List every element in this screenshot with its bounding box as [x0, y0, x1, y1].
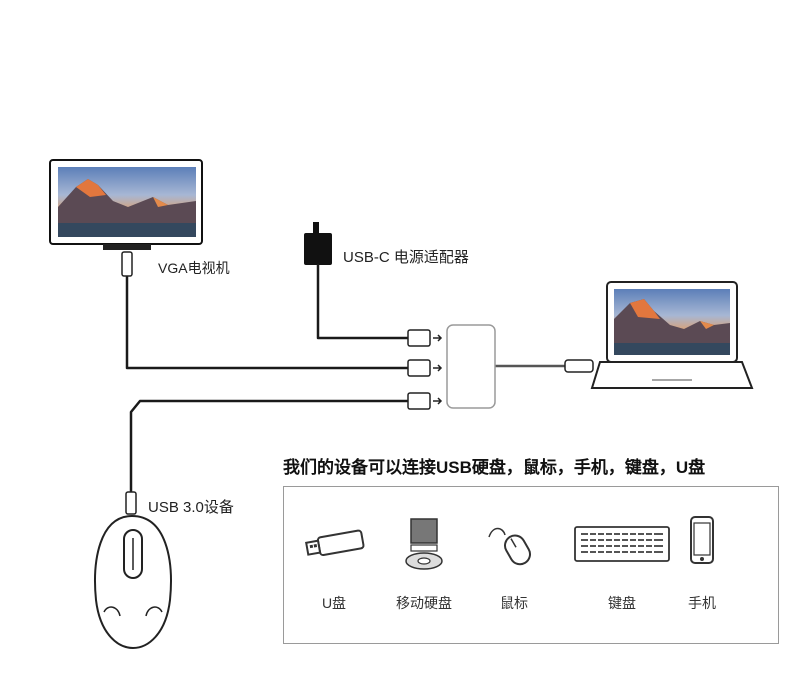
- device-usb-drive: U盘: [289, 487, 379, 643]
- device-panel: U盘 移动硬盘 鼠标: [283, 486, 779, 644]
- power-adapter-icon: [304, 222, 332, 265]
- device-keyboard: 键盘: [567, 487, 677, 643]
- vga-cable: [125, 273, 410, 370]
- usb-c-hub-icon: [446, 324, 594, 409]
- device-caption: U盘: [321, 595, 347, 611]
- usbc-power-label: USB-C 电源适配器: [343, 249, 469, 266]
- usb30-label: USB 3.0设备: [148, 499, 234, 516]
- device-phone: 手机: [657, 487, 747, 643]
- device-external-hdd: 移动硬盘: [379, 487, 469, 643]
- phone-icon: [690, 516, 714, 564]
- device-caption: 鼠标: [500, 595, 528, 611]
- device-caption: 键盘: [608, 595, 636, 611]
- vga-tv-label: VGA电视机: [158, 260, 230, 276]
- device-mouse: 鼠标: [469, 487, 559, 643]
- hub-plugs: [407, 329, 443, 410]
- device-caption: 移动硬盘: [396, 595, 452, 611]
- external-hard-drive-icon: [405, 518, 443, 570]
- tv-screen: [58, 167, 196, 237]
- device-caption: 手机: [688, 595, 716, 611]
- supported-devices-headline: 我们的设备可以连接USB硬盘，鼠标，手机，键盘，U盘: [283, 458, 706, 477]
- mouse-icon: [94, 514, 172, 650]
- mouse-icon: [488, 527, 531, 566]
- keyboard-icon: [574, 526, 670, 562]
- laptop-screen: [614, 289, 730, 355]
- power-cable: [316, 263, 410, 340]
- usb-flash-drive-icon: [305, 529, 365, 557]
- usb-cable: [129, 399, 410, 497]
